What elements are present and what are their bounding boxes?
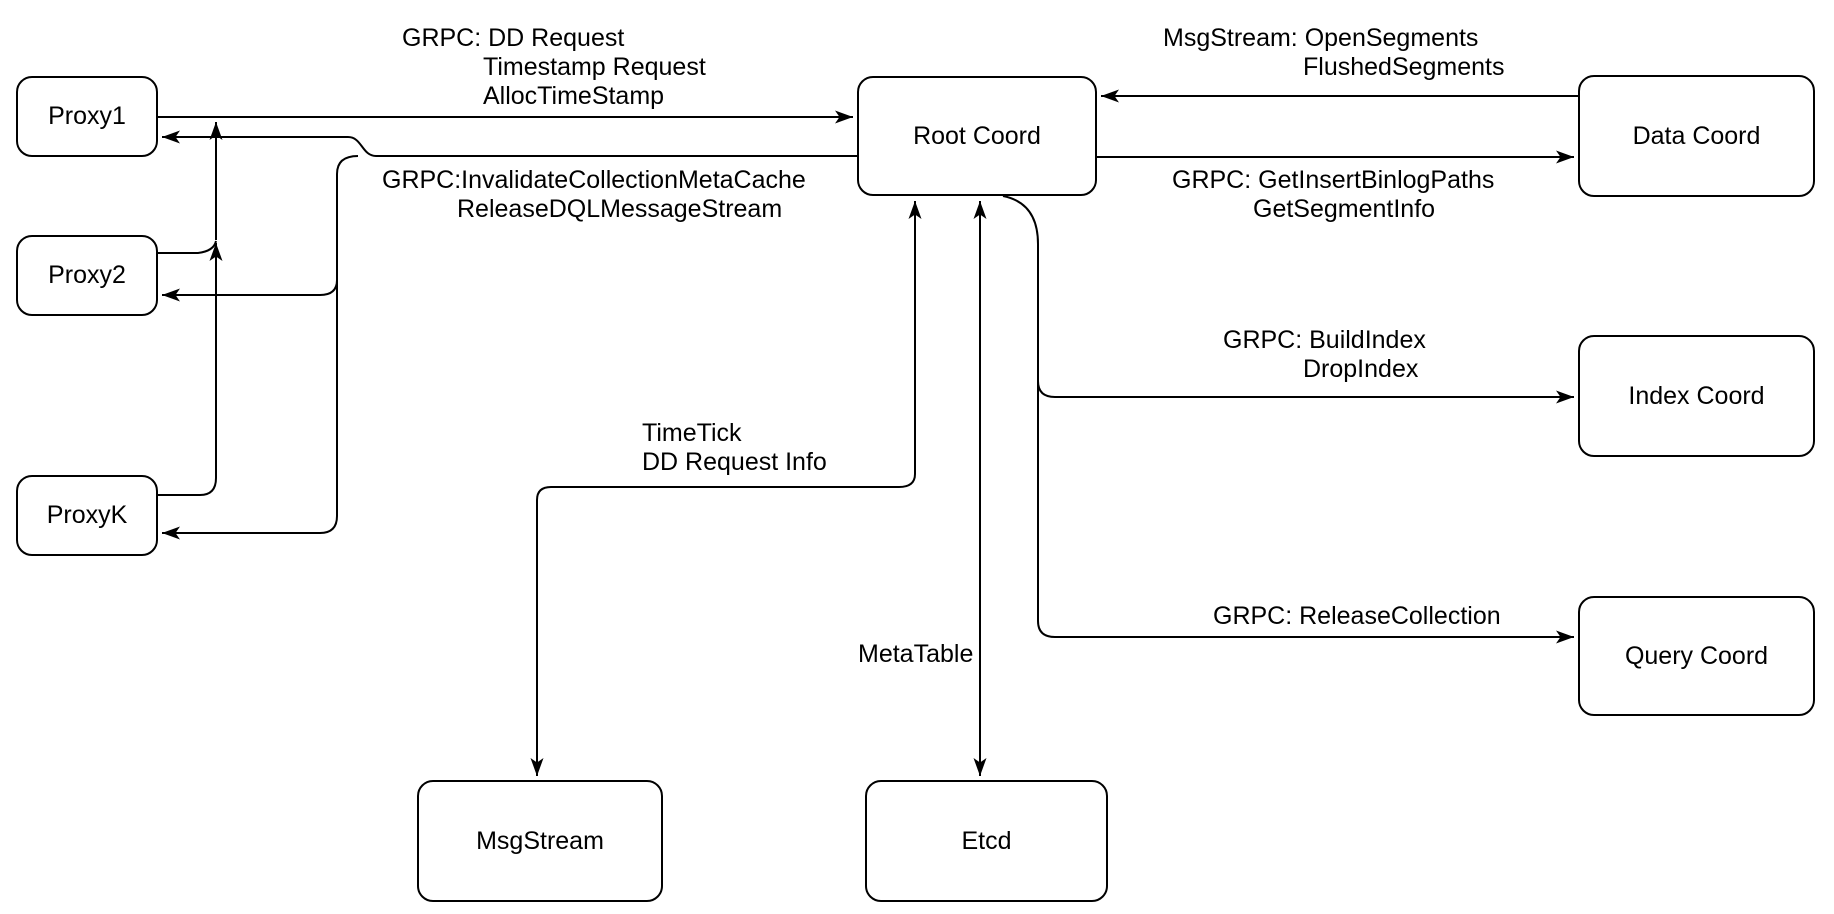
edge-label-line: MsgStream: OpenSegments <box>1163 24 1479 52</box>
edge-label-root-to-proxies: GRPC:InvalidateCollectionMetaCache Relea… <box>382 166 806 224</box>
edge-label-line: Timestamp Request <box>483 53 706 81</box>
node-query-coord-label: Query Coord <box>1624 641 1769 670</box>
edge-label-line: GRPC: DD Request <box>402 24 625 52</box>
node-proxy1: Proxy1 <box>16 76 158 157</box>
node-proxy2: Proxy2 <box>16 235 158 316</box>
node-proxyk: ProxyK <box>16 475 158 556</box>
node-index-coord: Index Coord <box>1578 335 1815 457</box>
node-index-coord-label: Index Coord <box>1628 381 1765 410</box>
edge-label-line: AllocTimeStamp <box>483 82 665 110</box>
edge-rootcoord-msgstream <box>530 201 922 776</box>
edge-label-line: TimeTick <box>642 419 742 447</box>
edge-label-line: FlushedSegments <box>1303 53 1505 81</box>
edge-rootcoord-to-indexcoord <box>1037 380 1574 404</box>
edge-label-root-to-query: GRPC: ReleaseCollection <box>1213 602 1501 631</box>
edge-label-line: GRPC: ReleaseCollection <box>1213 602 1501 630</box>
edge-label-line: MetaTable <box>858 640 974 668</box>
node-etcd-label: Etcd <box>961 826 1012 855</box>
edge-rootcoord-to-proxyk <box>162 155 359 540</box>
edge-label-line: ReleaseDQLMessageStream <box>457 195 783 223</box>
node-root-coord-label: Root Coord <box>913 121 1041 150</box>
edge-label-line: DD Request Info <box>642 448 827 476</box>
edge-rootcoord-to-proxy1 <box>162 130 857 157</box>
node-msgstream-label: MsgStream <box>476 826 604 855</box>
node-proxy2-label: Proxy2 <box>48 261 126 289</box>
node-root-coord: Root Coord <box>857 76 1097 196</box>
edge-proxy2-join <box>158 240 217 254</box>
node-data-coord-label: Data Coord <box>1632 121 1761 150</box>
edge-label-proxies-to-root: GRPC: DD Request Timestamp Request Alloc… <box>402 24 706 111</box>
edge-proxyk-merge-up <box>158 243 223 496</box>
edge-rootcoord-to-querycoord <box>1002 195 1574 644</box>
edge-label-root-to-etcd: MetaTable <box>858 640 973 669</box>
edge-label-root-to-data: GRPC: GetInsertBinlogPaths GetSegmentInf… <box>1172 166 1494 224</box>
edge-label-line: GRPC: GetInsertBinlogPaths <box>1172 166 1495 194</box>
node-data-coord: Data Coord <box>1578 75 1815 197</box>
node-proxyk-label: ProxyK <box>46 501 128 529</box>
edge-label-root-to-msgstream: TimeTick DD Request Info <box>642 419 827 477</box>
edge-label-data-to-root: MsgStream: OpenSegments FlushedSegments <box>1163 24 1505 82</box>
node-msgstream: MsgStream <box>417 780 663 902</box>
edge-label-line: GRPC: BuildIndex <box>1223 326 1426 354</box>
edge-rootcoord-to-proxy2 <box>162 279 338 302</box>
edge-label-root-to-index: GRPC: BuildIndex DropIndex <box>1223 326 1426 384</box>
edge-label-line: DropIndex <box>1303 355 1419 383</box>
node-proxy1-label: Proxy1 <box>48 102 126 130</box>
node-query-coord: Query Coord <box>1578 596 1815 716</box>
node-etcd: Etcd <box>865 780 1108 902</box>
edge-label-line: GetSegmentInfo <box>1253 195 1436 223</box>
edge-label-line: GRPC:InvalidateCollectionMetaCache <box>382 166 806 194</box>
